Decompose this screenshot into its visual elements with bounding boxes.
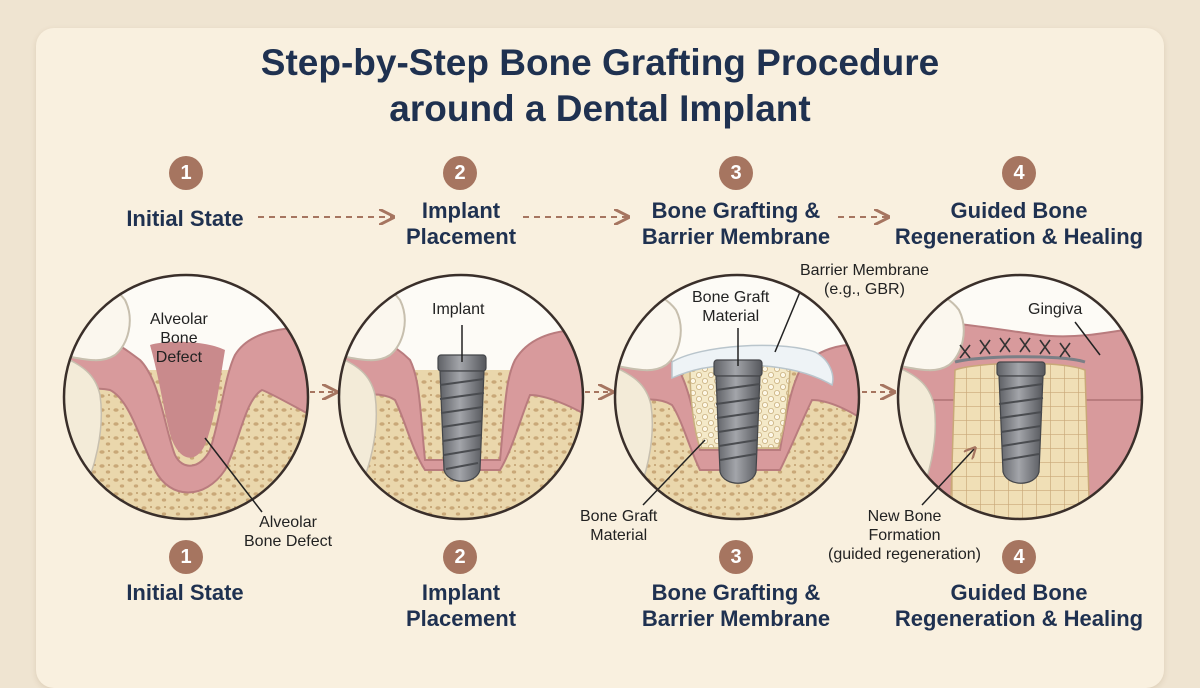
annotation-text: Barrier Membrane (800, 262, 929, 279)
annotation-implant: Implant (432, 300, 484, 319)
annotation-text: (guided regeneration) (828, 546, 981, 563)
step-3-label-bottom-line2: Barrier Membrane (641, 606, 831, 631)
step-1-badge-top: 1 (169, 156, 203, 190)
annotation-text: Bone Graft (580, 508, 658, 525)
annotation-gingiva: Gingiva (1028, 300, 1082, 319)
step-2-label-bottom-line2: Placement (405, 606, 517, 631)
step-4-badge-bottom: 4 (1002, 540, 1036, 574)
annotation-text: Bone Defect (244, 533, 333, 550)
step-4-badge-top: 4 (1002, 156, 1036, 190)
annotation-text: Gingiva (1028, 301, 1083, 318)
annotation-text: Alveolar (259, 514, 317, 531)
annotation-new-bone: New Bone Formation (guided regeneration) (828, 507, 981, 564)
step-3-label-bottom-line1: Bone Grafting & (651, 580, 821, 605)
step-2-badge-top: 2 (443, 156, 477, 190)
annotation-text: (e.g., GBR) (824, 281, 905, 298)
step-3-label-top-line1: Bone Grafting & (651, 198, 821, 223)
step-4-label-top: Guided Bone Regeneration & Healing (889, 198, 1149, 250)
step-3-badge-bottom: 3 (719, 540, 753, 574)
step-2-badge-bottom: 2 (443, 540, 477, 574)
step-4-label-top-line1: Guided Bone (950, 198, 1088, 223)
implant-2 (437, 325, 487, 482)
circle-1-initial-state (64, 275, 308, 519)
step-2-label-bottom: Implant Placement (331, 580, 591, 632)
implant-4 (996, 361, 1046, 484)
step-4-label-bottom: Guided Bone Regeneration & Healing (889, 580, 1149, 632)
step-1-label-top: Initial State (55, 206, 315, 232)
procedure-illustration (62, 0, 1144, 521)
annotation-alveolar-defect-top: Alveolar Bone Defect (150, 310, 208, 367)
diagram-title: Step-by-Step Bone Grafting Procedure aro… (0, 40, 1200, 132)
implant-3 (713, 328, 763, 484)
leader-defect-bottom (204, 437, 263, 513)
annotation-text: Formation (868, 527, 941, 544)
step-4-label-top-line2: Regeneration & Healing (894, 224, 1144, 249)
step-2-label-bottom-line1: Implant (421, 580, 501, 605)
step-1-badge-bottom: 1 (169, 540, 203, 574)
annotation-text: Bone Graft (692, 289, 770, 306)
leader-gingiva (1074, 321, 1101, 356)
step-4-label-bottom-line2: Regeneration & Healing (894, 606, 1144, 631)
annotation-text: Material (590, 527, 648, 544)
step-1-label-bottom: Initial State (55, 580, 315, 606)
annotation-text: Bone (160, 330, 198, 347)
leader-membrane (774, 291, 801, 353)
annotation-text: Implant (432, 301, 485, 318)
step-3-badge-top: 3 (719, 156, 753, 190)
annotation-graft-top: Bone Graft Material (692, 288, 769, 326)
annotation-text: Alveolar (150, 311, 208, 328)
step-3-label-bottom: Bone Grafting & Barrier Membrane (606, 580, 866, 632)
step-3-label-top-line2: Barrier Membrane (641, 224, 831, 249)
step-3-label-top: Bone Grafting & Barrier Membrane (606, 198, 866, 250)
annotation-text: Defect (155, 349, 203, 366)
leader-new-bone (921, 448, 975, 506)
annotation-graft-bottom: Bone Graft Material (580, 507, 657, 545)
step-1-label-top-line1: Initial State (126, 206, 244, 231)
step-2-label-top-line1: Implant (421, 198, 501, 223)
annotation-membrane: Barrier Membrane (e.g., GBR) (800, 261, 929, 299)
annotation-alveolar-defect-bottom: Alveolar Bone Defect (244, 513, 332, 551)
annotation-text: New Bone (867, 508, 942, 525)
annotation-text: Material (702, 308, 760, 325)
step-1-label-bottom-line1: Initial State (126, 580, 244, 605)
suture-marks (959, 337, 1071, 359)
step-2-label-top-line2: Placement (405, 224, 517, 249)
step-4-label-bottom-line1: Guided Bone (950, 580, 1088, 605)
leader-graft-bottom (642, 439, 706, 506)
title-line-2: around a Dental Implant (389, 88, 811, 129)
step-2-label-top: Implant Placement (331, 198, 591, 250)
title-line-1: Step-by-Step Bone Grafting Procedure (260, 42, 940, 83)
